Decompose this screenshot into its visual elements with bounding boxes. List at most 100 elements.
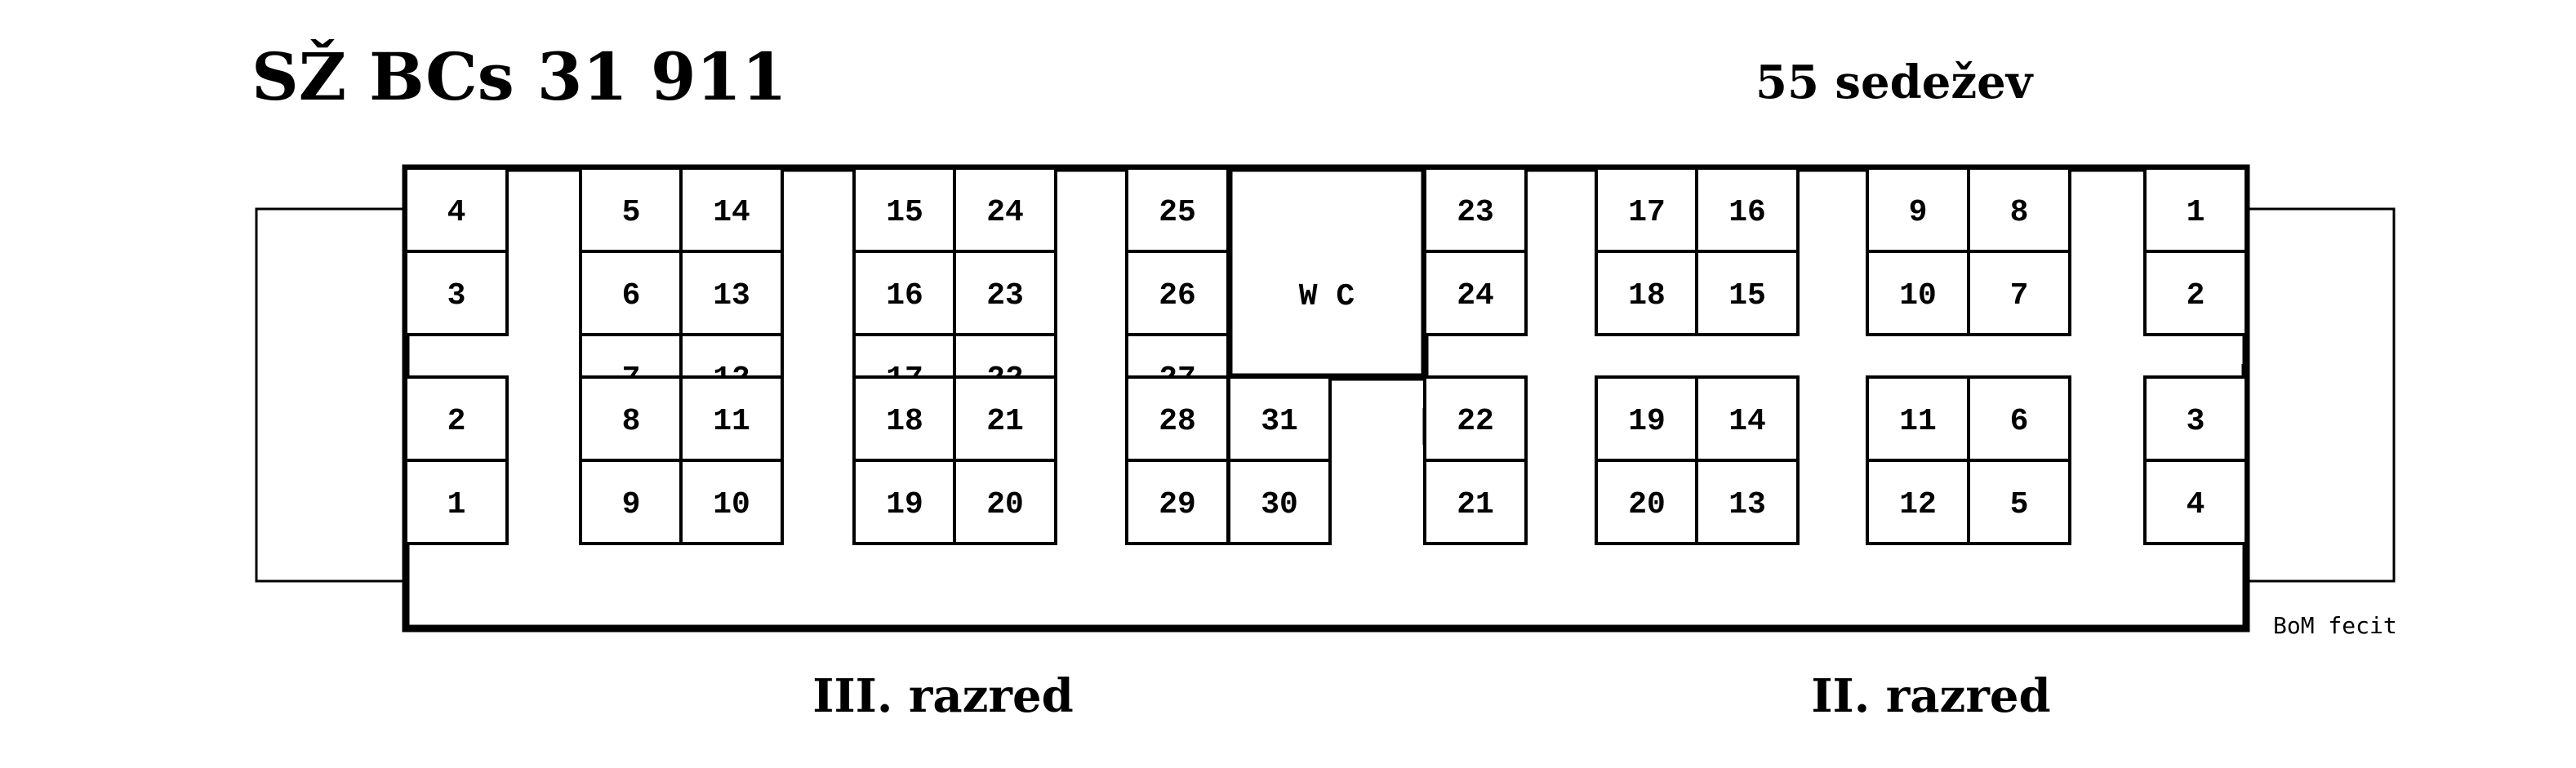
- seat: 9: [579, 459, 683, 545]
- seat: 11: [1866, 375, 1970, 462]
- seat-number: 21: [986, 404, 1024, 439]
- seat-number: 24: [986, 195, 1024, 230]
- seat-box: [1423, 375, 1528, 462]
- seat: 2: [2143, 250, 2248, 336]
- seat-number: 11: [1899, 404, 1937, 439]
- seat: 21: [953, 375, 1057, 462]
- seat-box: [679, 166, 784, 253]
- seat-box: [1866, 459, 1970, 545]
- seat: 14: [679, 166, 784, 253]
- wc-walls: [1225, 168, 1429, 381]
- seat: 30: [1227, 459, 1332, 545]
- seat: 26: [1125, 250, 1230, 336]
- seat: 13: [679, 250, 784, 336]
- seat-number: 30: [1261, 487, 1298, 522]
- seat-count: 55 sedežev: [1755, 55, 2034, 109]
- seat: 4: [404, 166, 509, 253]
- seat-box: [404, 166, 509, 253]
- seat: 16: [1695, 166, 1800, 253]
- seat-box: [1695, 459, 1800, 545]
- seat-box: [1423, 459, 1528, 545]
- seat-number: 22: [1457, 404, 1494, 439]
- seat-box: [1967, 166, 2071, 253]
- seat: 29: [1125, 459, 1230, 545]
- seat-number: 2: [447, 404, 466, 439]
- seat-number: 18: [886, 404, 923, 439]
- seat: 15: [1695, 250, 1800, 336]
- seat-box: [1695, 375, 1800, 462]
- seat: 3: [2143, 375, 2248, 462]
- seat: 18: [1595, 250, 1699, 336]
- seat: 19: [852, 459, 957, 545]
- seat-number: 19: [886, 487, 923, 522]
- seat-number: 14: [713, 195, 750, 230]
- seat-number: 15: [886, 195, 923, 230]
- seat: 11: [679, 375, 784, 462]
- seat: 24: [1423, 250, 1528, 336]
- seat-number: 1: [447, 487, 466, 522]
- seat: 1: [2143, 166, 2248, 253]
- seat-box: [679, 459, 784, 545]
- seat-number: 9: [622, 487, 641, 522]
- class-label-second: II. razred: [1811, 669, 2050, 723]
- seat-number: 21: [1457, 487, 1494, 522]
- seat-box: [1866, 375, 1970, 462]
- seat: 25: [1125, 166, 1230, 253]
- seat-number: 8: [622, 404, 641, 439]
- seat-box: [1967, 250, 2071, 336]
- seat-box: [852, 250, 957, 336]
- seat: 10: [1866, 250, 1970, 336]
- seat-box: [1967, 375, 2071, 462]
- seat-box: [852, 459, 957, 545]
- seat: 10: [679, 459, 784, 545]
- seat: 8: [1967, 166, 2071, 253]
- seat-number: 20: [986, 487, 1024, 522]
- seat-number: 31: [1261, 404, 1298, 439]
- seat-number: 16: [886, 278, 923, 313]
- seat-box: [1125, 250, 1230, 336]
- seat-number: 6: [622, 278, 641, 313]
- seat-number: 15: [1728, 278, 1766, 313]
- seat-number: 6: [2010, 404, 2029, 439]
- seat-number: 17: [1628, 195, 1666, 230]
- seat-box: [953, 375, 1057, 462]
- seat-box: [2143, 375, 2248, 462]
- seat: 22: [1423, 375, 1528, 462]
- seat-number: 25: [1159, 195, 1196, 230]
- seat-number: 19: [1628, 404, 1666, 439]
- seat-number: 12: [1899, 487, 1937, 522]
- right-buffer: [2246, 207, 2396, 583]
- seat-number: 14: [1728, 404, 1766, 439]
- seat-number: 8: [2010, 195, 2029, 230]
- seat: 31: [1227, 375, 1332, 462]
- seat-number: 10: [713, 487, 750, 522]
- seat-box: [2143, 250, 2248, 336]
- seat-box: [1595, 250, 1699, 336]
- seat-number: 5: [622, 195, 641, 230]
- seat-number: 3: [2187, 404, 2205, 439]
- seat-number: 2: [2187, 278, 2205, 313]
- seat: 20: [953, 459, 1057, 545]
- seat: 6: [579, 250, 683, 336]
- seat-box: [1423, 250, 1528, 336]
- seat: 5: [579, 166, 683, 253]
- seat-number: 13: [713, 278, 750, 313]
- seat-number: 24: [1457, 278, 1494, 313]
- seat-box: [579, 250, 683, 336]
- wc-label: W C: [1299, 279, 1355, 314]
- seat-box: [579, 375, 683, 462]
- seat: 7: [1967, 250, 2071, 336]
- seat-number: 4: [447, 195, 466, 230]
- credit-text: BoM fecit: [2273, 612, 2397, 639]
- seat: 17: [1595, 166, 1699, 253]
- seat: 5: [1967, 459, 2071, 545]
- seat-box: [579, 166, 683, 253]
- seat-number: 16: [1728, 195, 1766, 230]
- seat-number: 18: [1628, 278, 1666, 313]
- seat-box: [1866, 250, 1970, 336]
- seat-number: 9: [1909, 195, 1928, 230]
- seat: 14: [1695, 375, 1800, 462]
- class-label-third: III. razred: [812, 669, 1073, 723]
- seat-number: 3: [447, 278, 466, 313]
